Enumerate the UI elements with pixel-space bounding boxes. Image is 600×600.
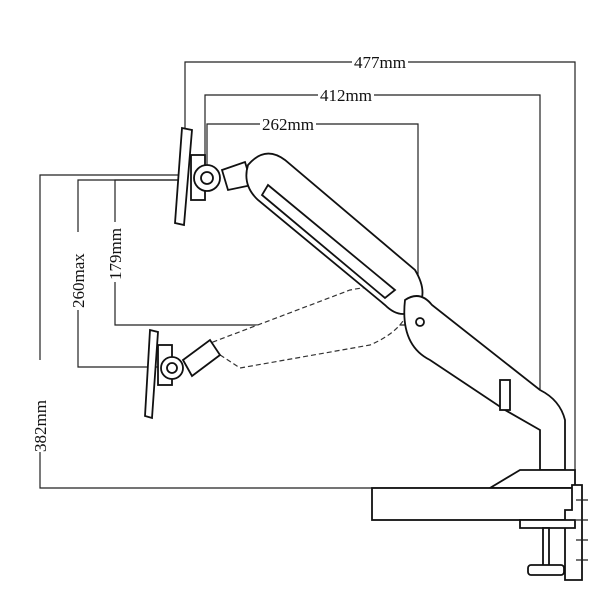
svg-text:477mm: 477mm	[354, 53, 406, 72]
dimension-260max: 260max	[69, 179, 182, 368]
dimension-412: 412mm	[204, 86, 541, 392]
dimension-382: 382mm	[31, 174, 490, 489]
svg-text:179mm: 179mm	[106, 228, 125, 280]
dimension-262: 262mm	[206, 115, 419, 322]
arm-base-column	[403, 295, 576, 489]
desk-clamp	[371, 484, 588, 581]
svg-text:260max: 260max	[69, 253, 88, 308]
svg-text:262mm: 262mm	[262, 115, 314, 134]
dimension-477: 477mm	[184, 53, 576, 470]
arm-raised-position	[174, 126, 424, 315]
svg-text:382mm: 382mm	[31, 400, 50, 452]
arm-lowered-position	[144, 286, 411, 420]
svg-text:412mm: 412mm	[320, 86, 372, 105]
